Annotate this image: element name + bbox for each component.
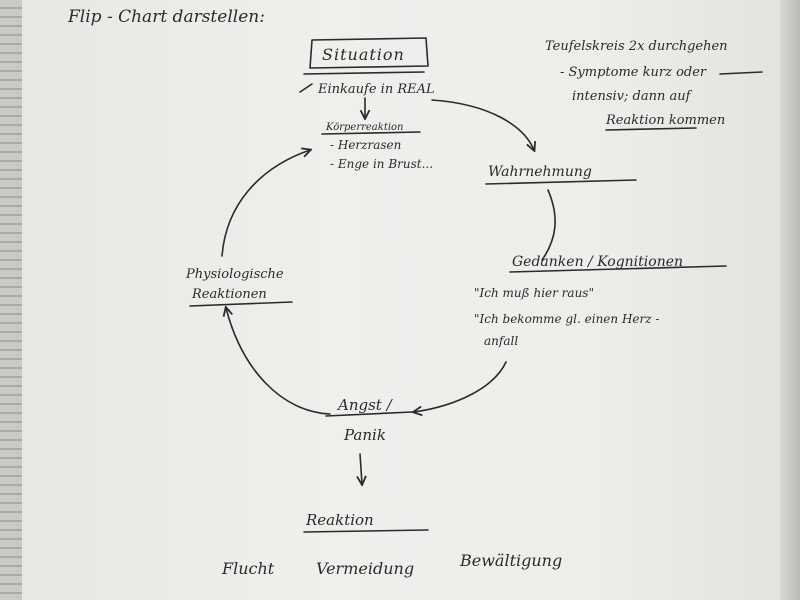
arrow-to-reaktion [360, 453, 362, 484]
koerper-item-2: - Enge in Brust... [330, 157, 433, 171]
underline-oder [719, 71, 763, 75]
underline-reaktion [605, 127, 697, 131]
note-line-1: Teufelskreis 2x durchgehen [545, 39, 728, 54]
strikethrough-mark [299, 83, 313, 93]
arrow-gedanken-to-angst [414, 361, 507, 412]
note-block: Teufelskreis 2x durchgehen - Symptome ku… [545, 39, 763, 131]
node-wahrnehmung: Wahrnehmung [485, 164, 637, 185]
angst-underline [325, 411, 413, 417]
option-vermeidung: Vermeidung [316, 559, 414, 578]
angst-line-1: Angst / [336, 396, 394, 414]
gedanken-quote-1: "Ich muß hier raus" [474, 286, 594, 300]
flipchart-paper [22, 0, 792, 600]
note-line-4: Reaktion kommen [605, 113, 725, 128]
situation-title: Situation [322, 45, 405, 64]
option-flucht: Flucht [221, 559, 275, 578]
koerper-item-1: - Herzrasen [330, 138, 401, 152]
physiologisch-underline [189, 301, 293, 307]
reaktion-underline [303, 529, 429, 533]
gedanken-quote-3: anfall [484, 334, 518, 348]
situation-underline [303, 71, 425, 75]
arrow-angst-to-physiologisch [226, 308, 331, 415]
gedanken-underline [509, 265, 727, 273]
node-gedanken: Gedanken / Kognitionen "Ich muß hier rau… [474, 254, 727, 348]
gedanken-quote-2: "Ich bekomme gl. einen Herz - [474, 312, 659, 326]
spiral-binding [0, 0, 22, 600]
heading: Flip - Chart darstellen: [67, 7, 265, 27]
gedanken-title: Gedanken / Kognitionen [512, 254, 683, 270]
bottom-options: Flucht Vermeidung Bewältigung [221, 551, 562, 578]
node-situation: Situation Einkaufe in REAL Körperreaktio… [299, 37, 435, 171]
node-reaktion: Reaktion [303, 453, 429, 533]
option-bewaeltigung: Bewältigung [459, 551, 562, 570]
physiologisch-line-1: Physiologische [185, 267, 284, 282]
paper-edge [780, 0, 800, 600]
physiologisch-line-2: Reaktionen [191, 287, 267, 302]
reaktion-title: Reaktion [305, 511, 374, 529]
situation-line: Einkaufe in REAL [317, 82, 435, 97]
wahrnehmung-underline [485, 179, 637, 185]
koerper-title: Körperreaktion [325, 122, 404, 133]
note-line-3: intensiv; dann auf [572, 89, 693, 104]
koerper-underline [321, 131, 421, 135]
wahrnehmung-title: Wahrnehmung [488, 164, 592, 180]
angst-line-2: Panik [343, 426, 386, 444]
arrow-wahrnehmung-to-gedanken [541, 189, 556, 261]
node-physiologisch: Physiologische Reaktionen [185, 267, 293, 307]
note-line-2: - Symptome kurz oder [560, 65, 707, 80]
node-angst: Angst / Panik [325, 396, 413, 444]
arrow-situation-to-wahrnehmung [431, 99, 534, 150]
arrow-physiologisch-to-situation [221, 150, 310, 257]
situation-box [309, 37, 429, 69]
